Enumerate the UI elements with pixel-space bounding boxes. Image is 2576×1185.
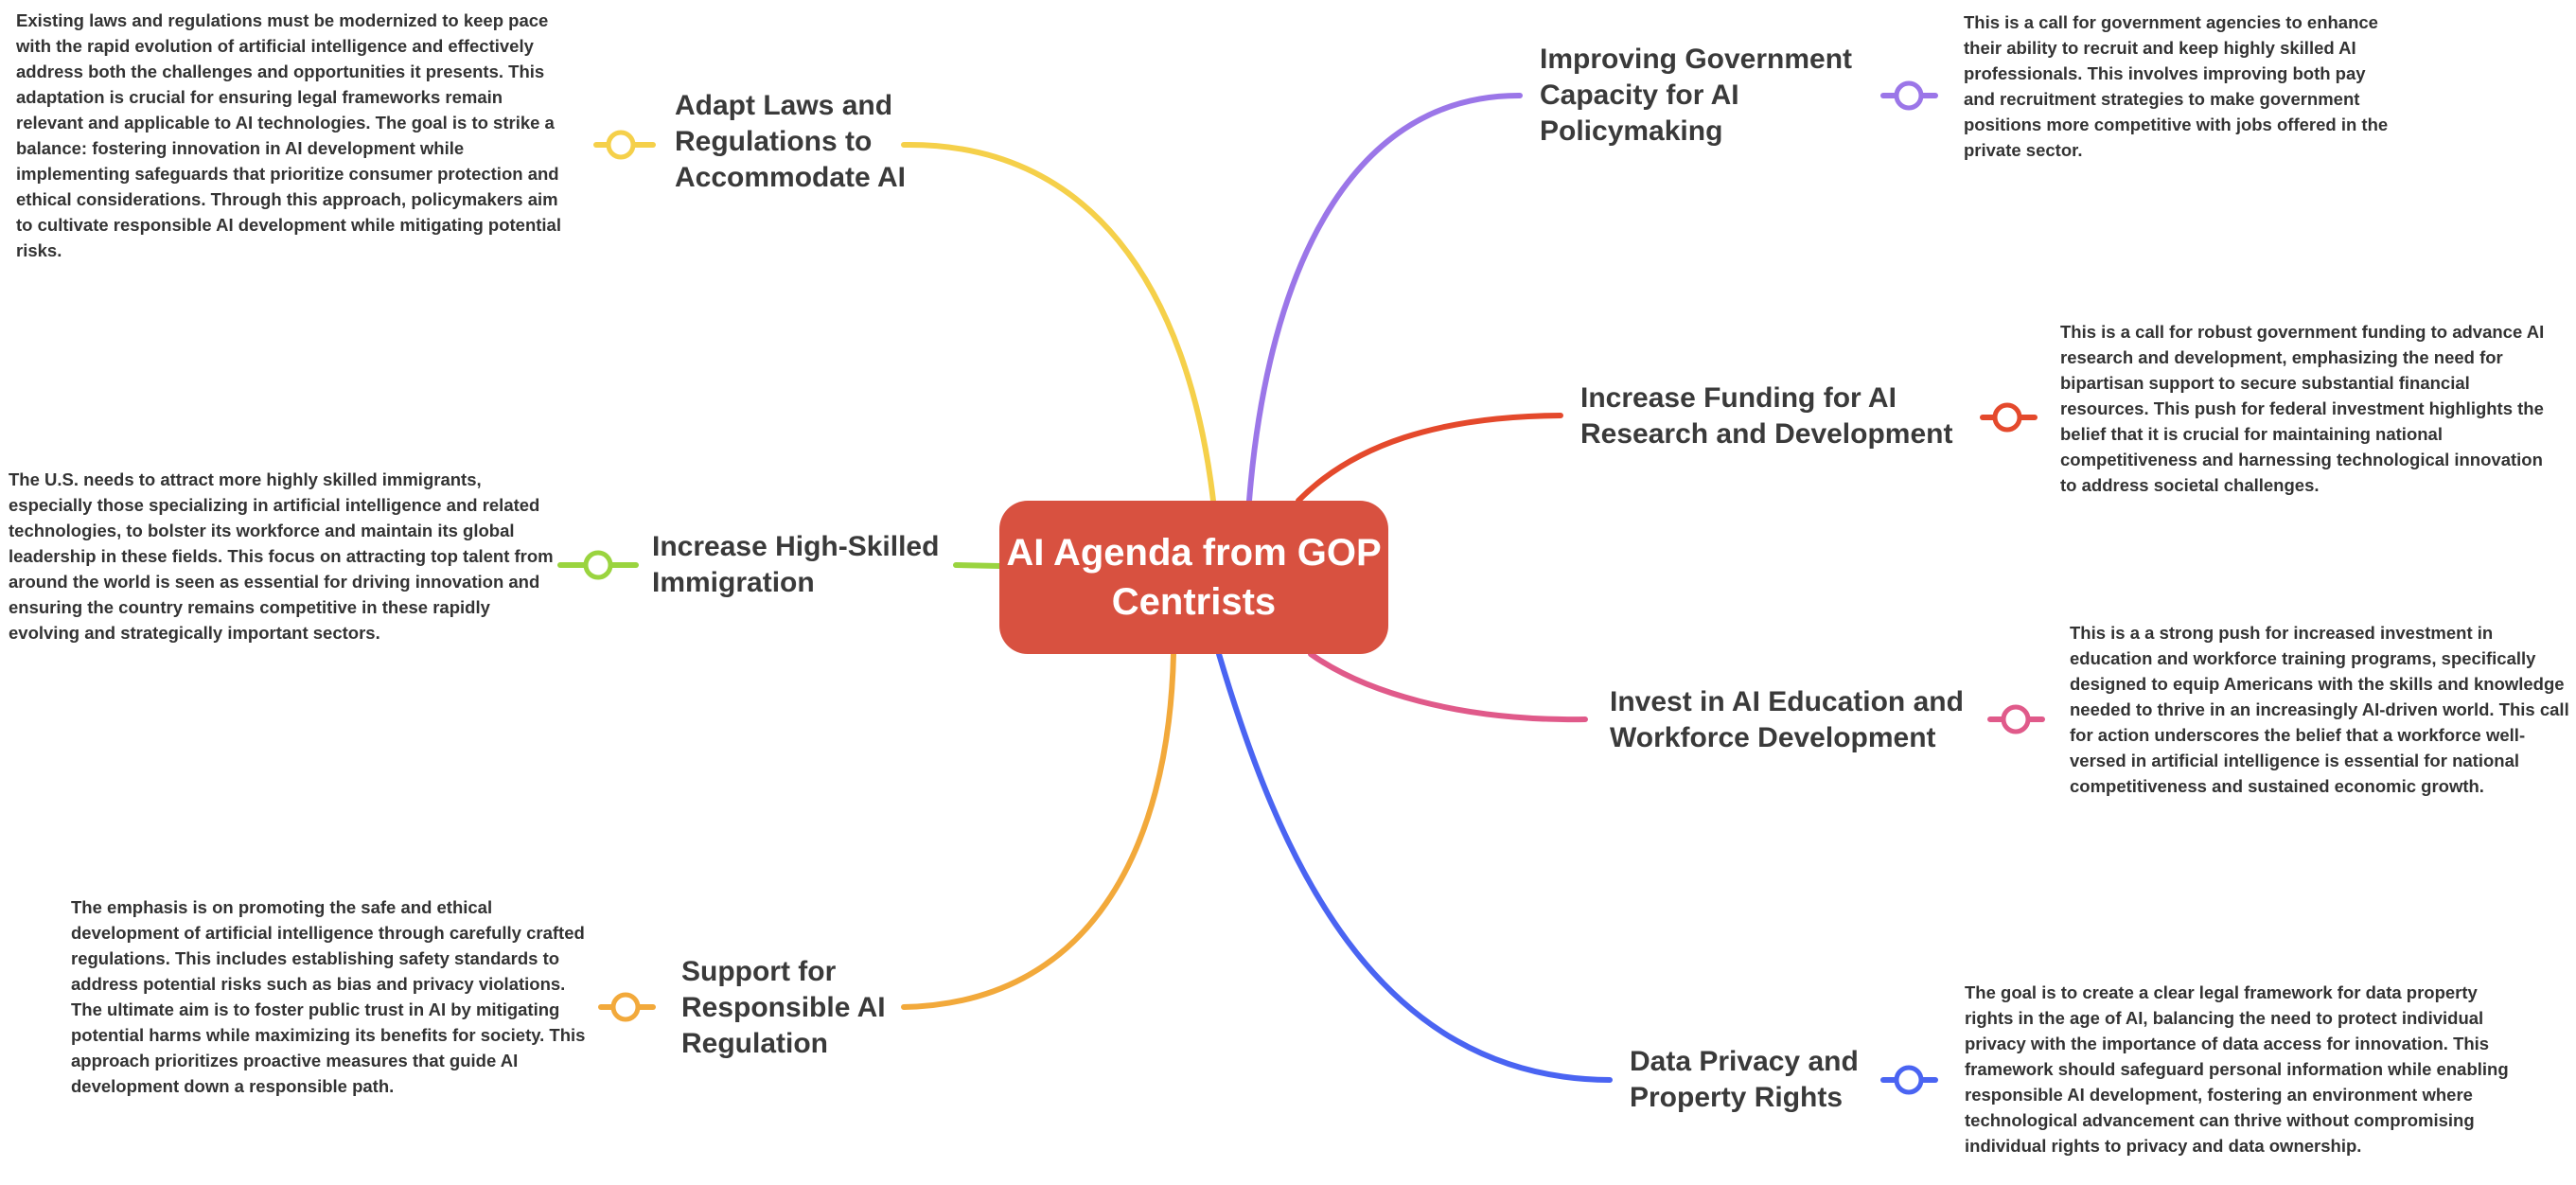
note-responsible-regulation: The emphasis is on promoting the safe an…	[71, 897, 586, 1096]
topic-responsible-regulation[interactable]: Support for Responsible AI Regulation	[681, 956, 886, 1059]
connector-responsible-regulation	[901, 651, 1176, 1010]
note-data-privacy: The goal is to create a clear legal fram…	[1965, 982, 2509, 1156]
connector-immigration	[953, 562, 1002, 569]
note-adapt-laws: Existing laws and regulations must be mo…	[16, 10, 561, 260]
central-topic-title: AI Agenda from GOP Centrists	[1006, 532, 1382, 623]
note-funding: This is a call for robust government fun…	[2060, 322, 2545, 495]
connector-funding	[1296, 413, 1563, 504]
collapse-node-immigration	[583, 550, 613, 580]
note-education: This is a a strong push for increased in…	[2070, 623, 2569, 796]
collapse-node-responsible-regulation	[610, 992, 641, 1022]
central-topic[interactable]: AI Agenda from GOP Centrists	[999, 501, 1388, 654]
connector-adapt-laws	[901, 141, 1216, 504]
note-immigration: The U.S. needs to attract more highly sk…	[9, 469, 554, 643]
topic-funding[interactable]: Increase Funding for AI Research and Dev…	[1580, 382, 1953, 450]
topic-data-privacy[interactable]: Data Privacy and Property Rights	[1630, 1046, 1859, 1113]
collapse-node-education	[2001, 704, 2031, 734]
collapse-node-gov-capacity	[1894, 80, 1924, 111]
topic-adapt-laws[interactable]: Adapt Laws and Regulations to Accommodat…	[675, 90, 906, 193]
collapse-node-funding	[1992, 402, 2022, 433]
connector-data-privacy	[1216, 651, 1613, 1083]
connector-education	[1308, 651, 1588, 723]
note-gov-capacity: This is a call for government agencies t…	[1964, 12, 2389, 160]
collapse-node-adapt-laws	[606, 130, 636, 160]
connector-gov-capacity	[1246, 92, 1523, 504]
topic-education[interactable]: Invest in AI Education and Workforce Dev…	[1610, 686, 1964, 753]
topic-gov-capacity[interactable]: Improving Government Capacity for AI Pol…	[1540, 44, 1853, 147]
collapse-node-data-privacy	[1894, 1065, 1924, 1095]
topic-immigration[interactable]: Increase High-Skilled Immigration	[652, 531, 940, 598]
